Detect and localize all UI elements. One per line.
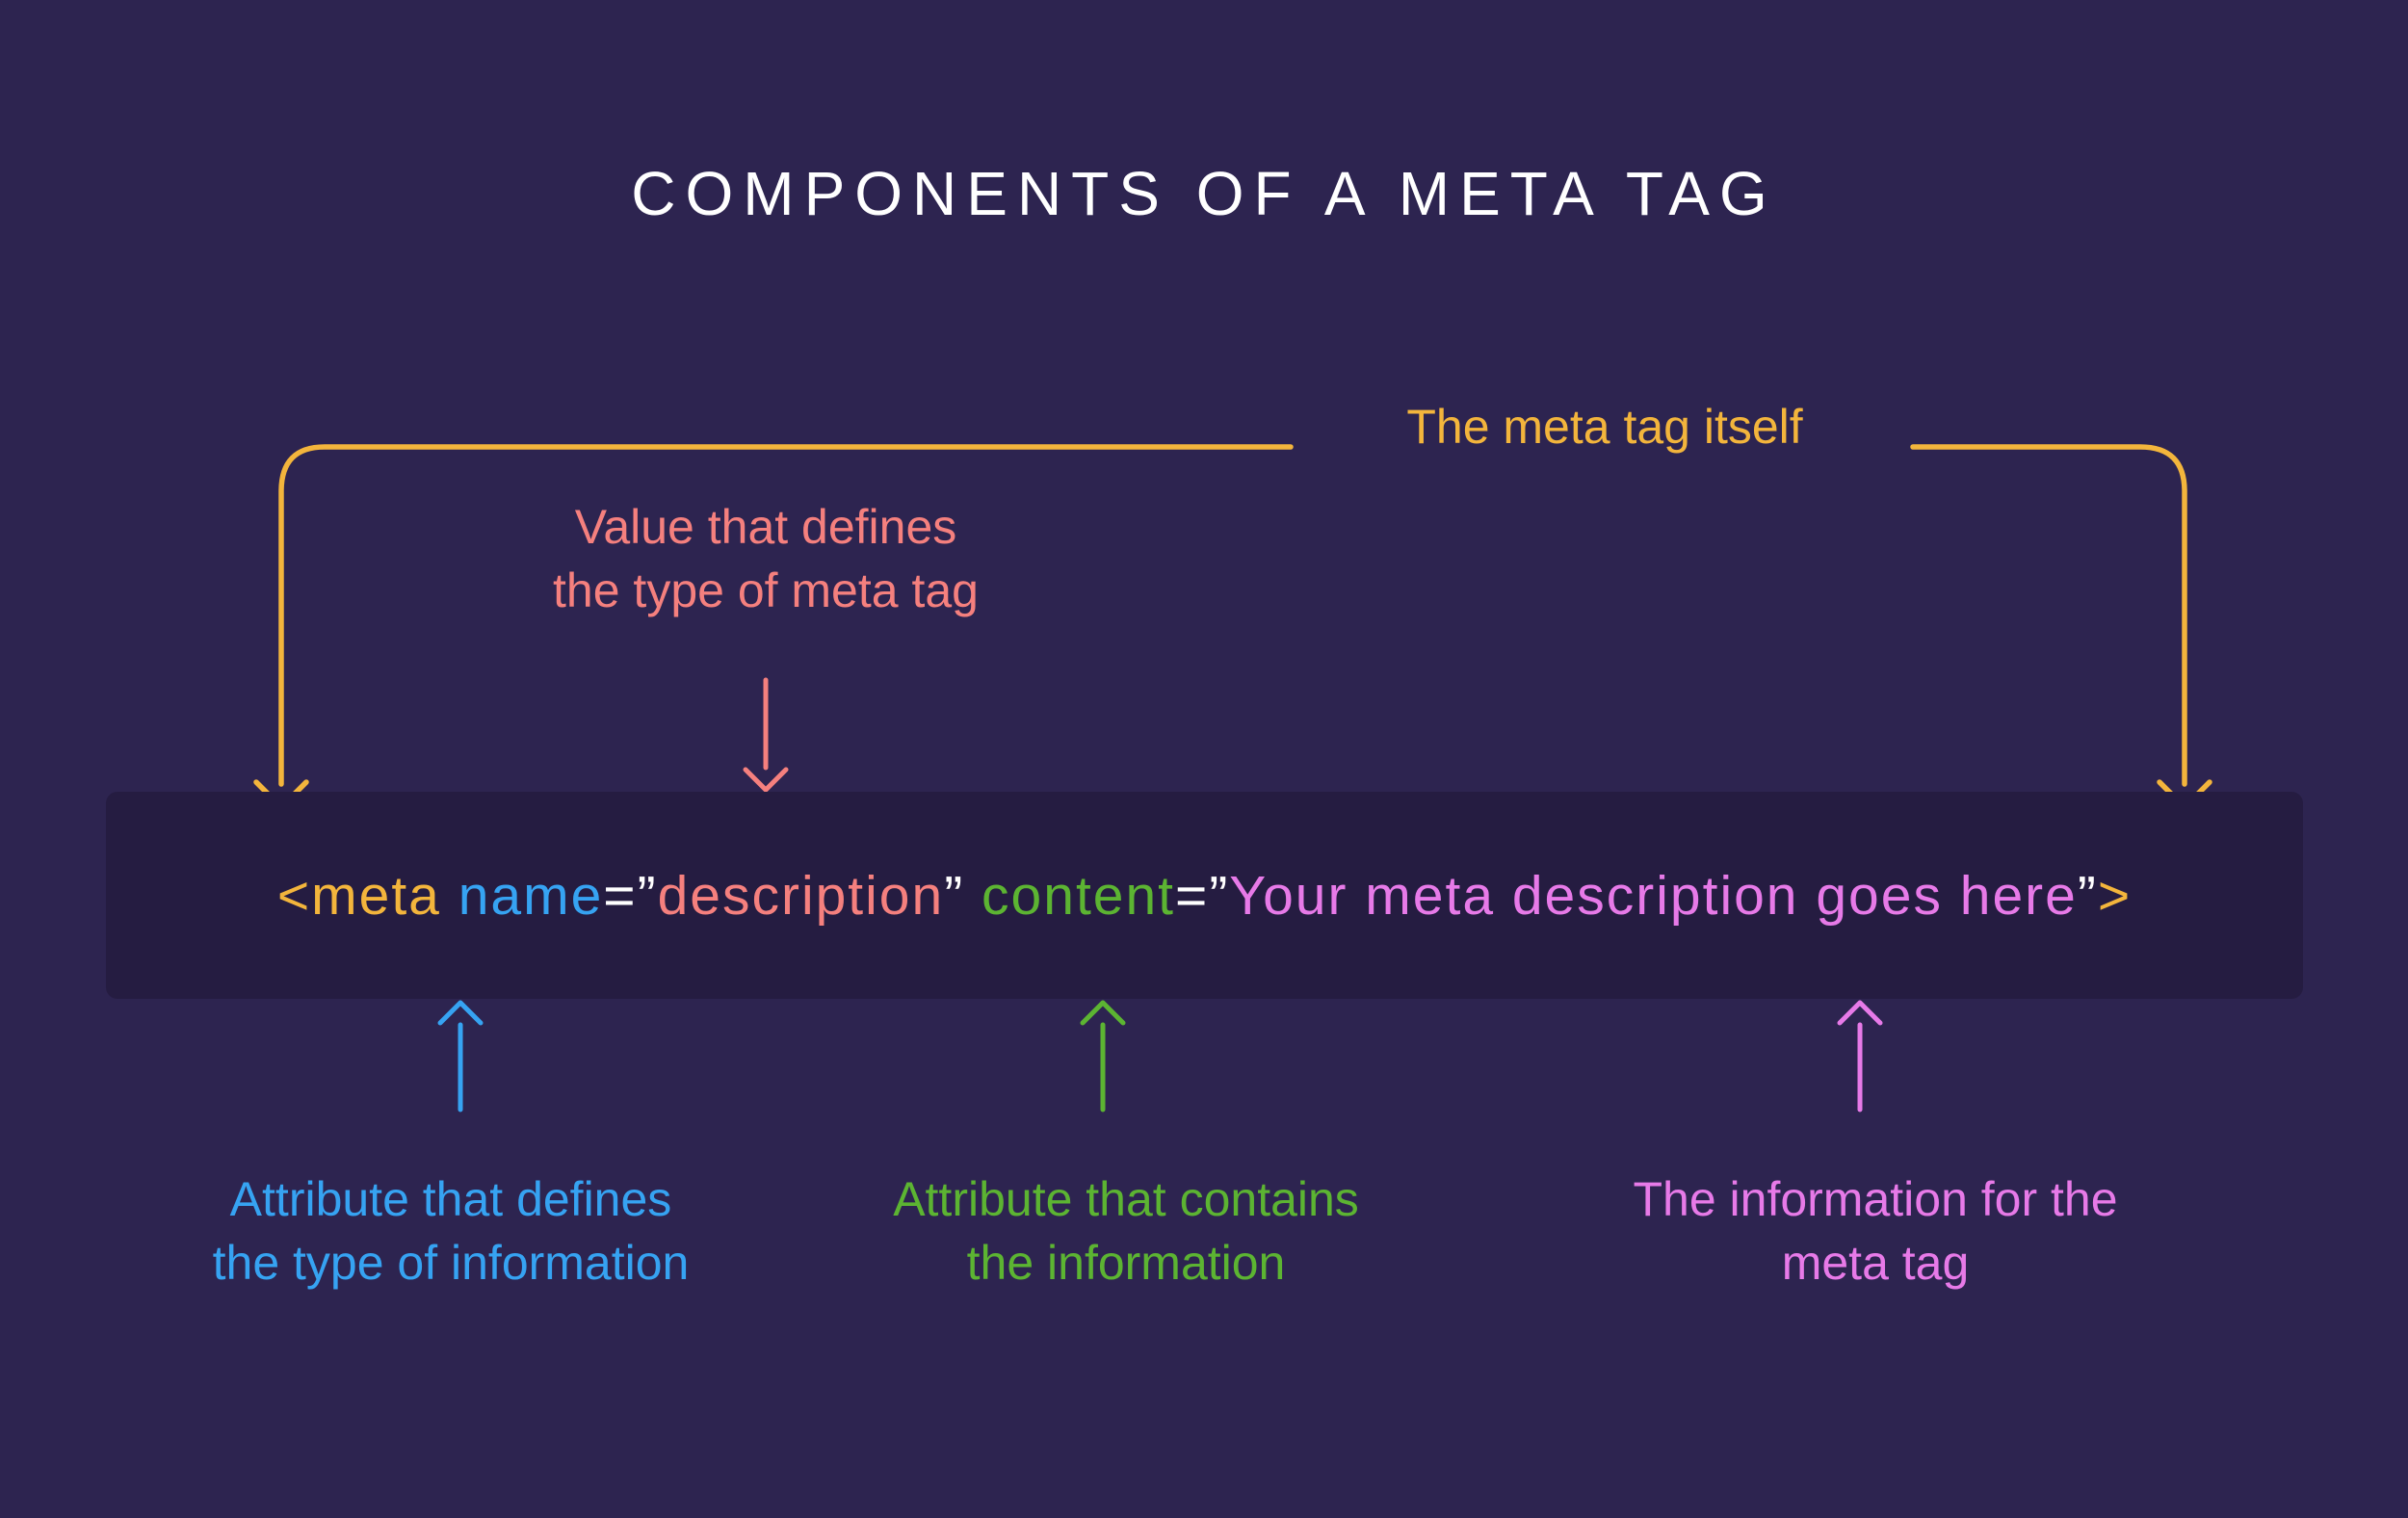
information-label-line2: meta tag	[1781, 1236, 1970, 1290]
code-token-white: =	[603, 864, 638, 927]
content-attribute-label-line1: Attribute that contains	[893, 1172, 1359, 1226]
code-token-white: ”	[944, 864, 965, 927]
code-token-white: =	[1175, 864, 1210, 927]
code-token-white: ”	[1209, 864, 1230, 927]
code-token-yellow: >	[2097, 864, 2133, 927]
code-token-white: ”	[637, 864, 658, 927]
content-attribute-label: Attribute that contains the information	[893, 1167, 1359, 1295]
code-token-green: content	[964, 864, 1176, 927]
code-token-salmon: description	[657, 864, 945, 927]
value-label: Value that defines the type of meta tag	[553, 495, 979, 622]
name-attribute-up-arrow-icon	[437, 1000, 484, 1112]
value-down-arrow-icon	[743, 677, 789, 793]
code-line: <meta name=”description” content=”Your m…	[277, 864, 2132, 928]
meta-tag-bracket-right-arrow-icon	[1910, 444, 2212, 810]
information-label-line1: The information for the	[1633, 1172, 2118, 1226]
information-up-arrow-icon	[1837, 1000, 1883, 1112]
page-title: COMPONENTS OF A META TAG	[631, 159, 1777, 228]
meta-tag-code-box: <meta name=”description” content=”Your m…	[106, 792, 2303, 999]
content-attribute-label-line2: the information	[966, 1236, 1286, 1290]
code-token-yellow: <meta	[276, 864, 441, 927]
code-token-blue: name	[440, 864, 604, 927]
content-attribute-up-arrow-icon	[1080, 1000, 1126, 1112]
value-label-line2: the type of meta tag	[553, 563, 979, 617]
name-attribute-label: Attribute that defines the type of infor…	[213, 1167, 690, 1295]
value-label-line1: Value that defines	[574, 500, 957, 554]
name-attribute-label-line2: the type of information	[212, 1236, 690, 1290]
information-label: The information for the meta tag	[1633, 1167, 2117, 1295]
meta-tag-label: The meta tag itself	[1406, 400, 1803, 454]
code-token-white: ”	[2077, 864, 2098, 927]
name-attribute-label-line1: Attribute that defines	[229, 1172, 672, 1226]
code-token-orchid: Your meta description goes here	[1229, 864, 2078, 927]
